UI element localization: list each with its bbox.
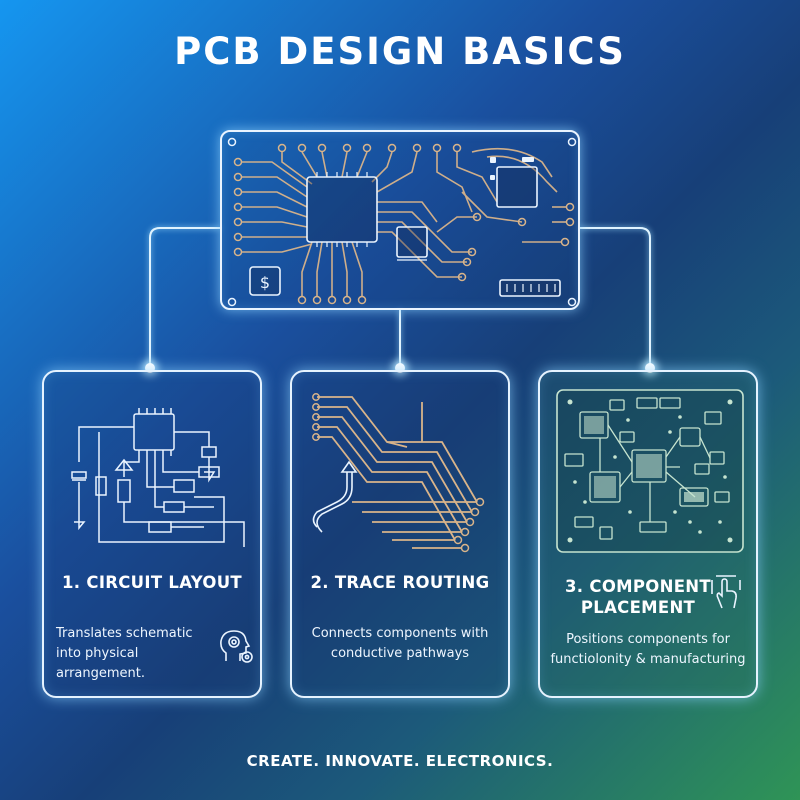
- connector-node-center: [395, 363, 405, 373]
- trace-routing-illustration: [312, 393, 485, 553]
- card-title: 3. COMPONENT PLACEMENT: [565, 577, 711, 617]
- hand-pointer-icon: [711, 575, 741, 609]
- card-title: 2. TRACE ROUTING: [310, 573, 490, 592]
- connector-node-right: [645, 363, 655, 373]
- card-description: Positions components for functiolonity &…: [550, 632, 746, 667]
- pcb-layout-illustration: [556, 389, 744, 553]
- card-component-placement: 3. COMPONENT PLACEMENT Positions compone…: [538, 370, 758, 698]
- card-description: Connects components with conductive path…: [311, 626, 489, 661]
- card-trace-routing: 2. TRACE ROUTING Connects components wit…: [290, 370, 510, 698]
- pcb-board-illustration: $: [220, 130, 580, 310]
- card-title: 1. CIRCUIT LAYOUT: [62, 573, 242, 592]
- pcb-board-traces: $: [227, 137, 577, 307]
- schematic-illustration: [71, 408, 245, 547]
- gears-head-icon: [220, 630, 253, 663]
- page-title: PCB DESIGN BASICS: [174, 30, 626, 73]
- connector-node-left: [145, 363, 155, 373]
- footer-tagline: CREATE. INNOVATE. ELECTRONICS.: [246, 752, 554, 770]
- board-chip-label: $: [260, 273, 270, 292]
- card-description: Translates schematic into physical arran…: [56, 626, 193, 681]
- card-circuit-layout: 1. CIRCUIT LAYOUT Translates schematic i…: [42, 370, 262, 698]
